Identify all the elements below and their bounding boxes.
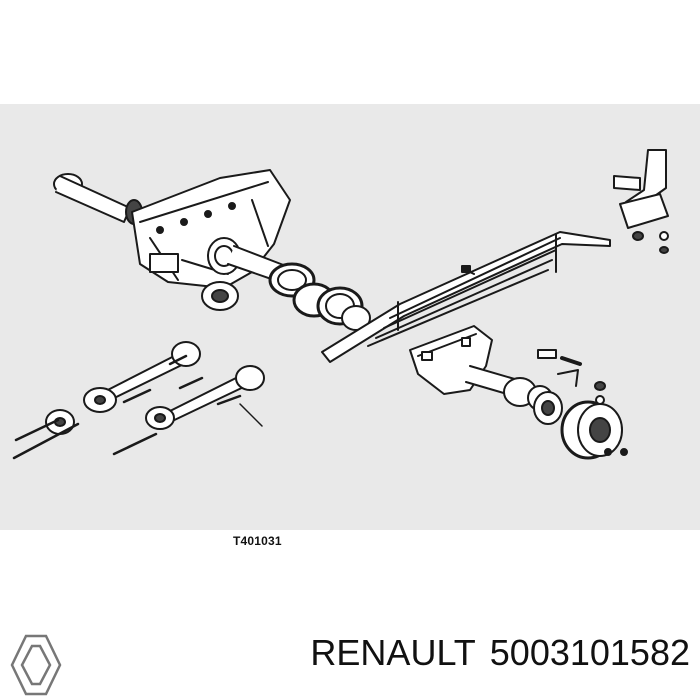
small-hardware xyxy=(537,349,606,405)
mounting-bracket xyxy=(131,169,291,289)
bolts xyxy=(12,354,242,460)
hub-housing xyxy=(409,325,563,425)
renault-logo-icon xyxy=(10,634,62,696)
exploded-suspension-diagram: T401031 xyxy=(0,104,700,548)
diagram-drawing xyxy=(12,149,669,460)
callout-leader-line xyxy=(239,403,263,427)
ring-set xyxy=(268,262,371,331)
bushing-left xyxy=(45,409,75,435)
link-arm-lower xyxy=(145,365,265,430)
footer-caption: RENAULT 5003101582 xyxy=(310,632,690,674)
part-number: 5003101582 xyxy=(489,632,690,673)
leaf-spring xyxy=(321,231,611,363)
brand-name: RENAULT xyxy=(310,632,476,673)
u-bolt-clamp xyxy=(613,149,669,254)
axle-sleeve xyxy=(53,173,143,225)
brake-drum xyxy=(560,400,628,460)
link-arm-upper xyxy=(83,341,201,413)
callout-label: T401031 xyxy=(233,534,282,548)
